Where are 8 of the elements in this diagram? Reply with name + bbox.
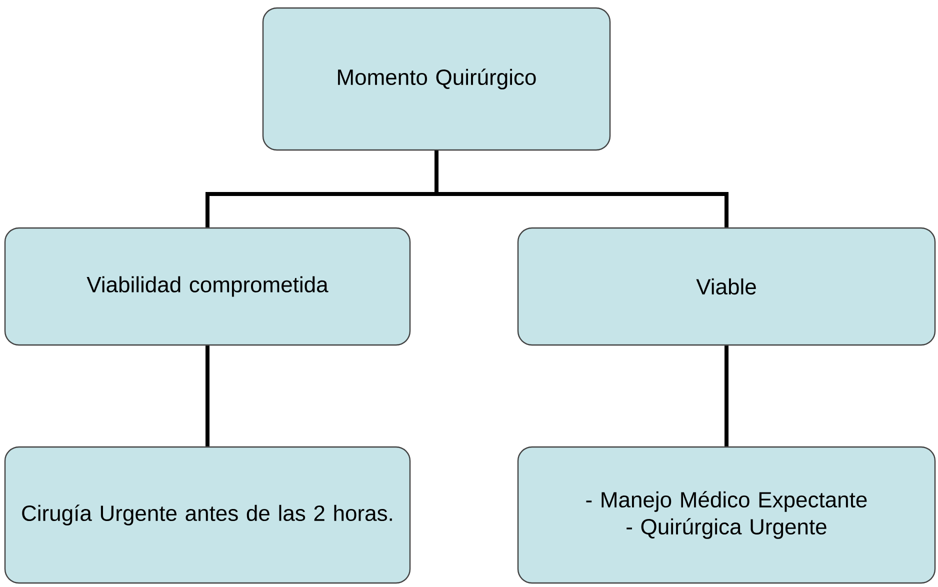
process-box: - Manejo Médico Expectante - Quirúrgica Urgente xyxy=(517,446,936,584)
connector-line xyxy=(206,346,210,446)
connector-line xyxy=(434,150,728,228)
process-box: Viable xyxy=(517,227,936,346)
process-box: Cirugía Urgente antes de las 2 horas. xyxy=(4,446,411,584)
process-box: Momento Quirúrgico xyxy=(262,7,611,151)
connector-line xyxy=(724,346,728,446)
process-box: Viabilidad comprometida xyxy=(4,227,411,346)
